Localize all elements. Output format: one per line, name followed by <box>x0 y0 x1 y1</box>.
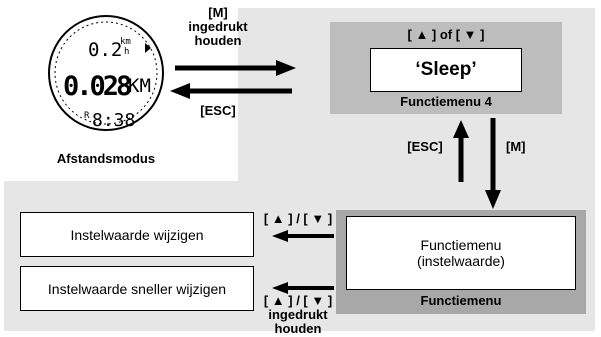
arrow2-label: [ ▲ ] / [ ▼ ] ingedrukt houden <box>258 294 338 336</box>
sleep-text: ‘Sleep’ <box>415 59 477 80</box>
watch-speed-unit-bottom: h <box>124 47 130 57</box>
arrow2-label-line3: houden <box>274 321 322 336</box>
change-value-fast-box: Instelwaarde sneller wijzigen <box>20 266 254 311</box>
forward-label-line3: houden <box>194 33 242 48</box>
up-arrow-label: [ESC] <box>407 139 443 154</box>
function-menu-4-keys: [ ▲ ] of [ ▼ ] <box>407 27 485 42</box>
arrow2-label-line2: ingedrukt <box>268 307 328 322</box>
back-arrow-icon <box>170 83 292 99</box>
function-menu-line1: Functiemenu <box>420 237 502 253</box>
forward-label-line2: ingedrukt <box>188 19 248 34</box>
down-arrow-label: [M] <box>506 139 526 154</box>
forward-label-line1: [M] <box>208 5 228 20</box>
watch-indicator-icon <box>145 43 151 53</box>
function-menu-line2: (instelwaarde) <box>417 253 505 269</box>
watch-distance-value: 0.028 <box>63 71 132 102</box>
forward-arrow-label: [M] ingedrukt houden <box>168 6 268 48</box>
left-arrow-2-icon <box>272 282 334 294</box>
change-value-fast-text: Instelwaarde sneller wijzigen <box>47 280 227 297</box>
function-menu-caption: Functiemenu <box>420 293 502 308</box>
up-arrow-icon <box>453 120 469 182</box>
arrow2-label-line1: [ ▲ ] / [ ▼ ] <box>263 293 333 308</box>
watch-distance-unit: KM <box>128 75 151 97</box>
watch-speed-value: 0.2 <box>88 39 123 61</box>
sleep-box: ‘Sleep’ <box>370 48 522 92</box>
forward-arrow-icon <box>175 60 296 76</box>
watch-speed-unit-top: km <box>120 37 131 47</box>
down-arrow-icon <box>485 118 501 209</box>
watch-display <box>48 15 164 131</box>
arrow1-label: [ ▲ ] / [ ▼ ] <box>263 211 333 226</box>
function-menu-4-caption: Functiemenu 4 <box>400 94 492 109</box>
back-arrow-label: [ESC] <box>200 103 236 118</box>
function-menu-box: Functiemenu (instelwaarde) <box>346 216 576 290</box>
distance-mode-caption: Afstandsmodus <box>56 151 156 166</box>
change-value-text: Instelwaarde wijzigen <box>70 226 204 243</box>
watch-time-value: 8:38 <box>92 110 136 131</box>
change-value-box: Instelwaarde wijzigen <box>20 212 254 257</box>
watch-time-prefix: R <box>84 111 90 121</box>
left-arrow-1-icon <box>272 230 334 242</box>
